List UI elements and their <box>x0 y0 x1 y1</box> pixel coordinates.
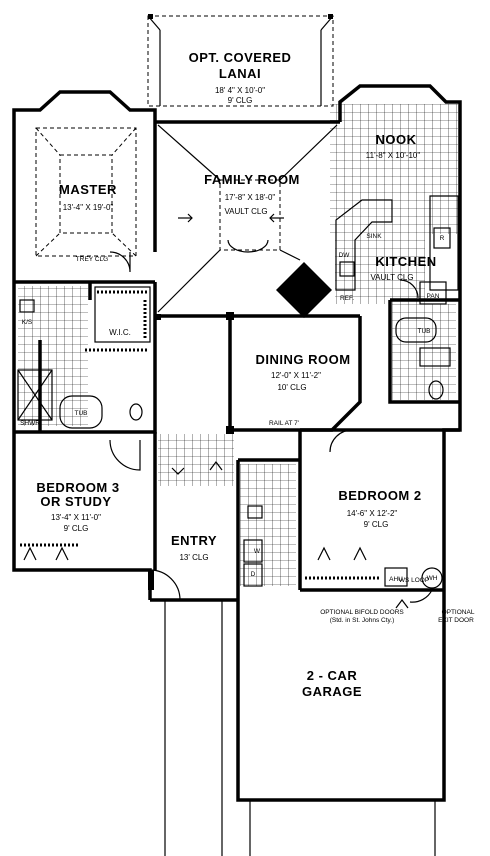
laundry <box>243 505 443 589</box>
wic-label: W.I.C. <box>109 328 131 337</box>
bedroom2-name: BEDROOM 2 <box>338 488 421 503</box>
fixture-labels: W.I.C. TUB TUB SHWR K/S SINK DW REF. PAN… <box>20 233 445 584</box>
ks-label: K/S <box>22 319 33 326</box>
garage-name-1: 2 - CAR <box>307 668 358 683</box>
lanai-dims: 18' 4" X 10'-0" <box>215 86 265 95</box>
ws-loop-label: WS LOOP <box>399 577 429 584</box>
washer-label: W <box>254 548 261 555</box>
dw-label: DW <box>339 252 351 259</box>
tile-floors <box>18 104 458 586</box>
ref-label: REF. <box>340 295 354 302</box>
dining-rail-note: RAIL AT 7' <box>269 420 299 427</box>
shower-label: SHWR <box>20 420 40 427</box>
kitchen-counters <box>276 195 459 318</box>
range-label: R <box>440 235 445 242</box>
bedroom3-dims: 13'-4" X 11'-0" <box>51 513 101 522</box>
bedroom3-ceiling: 9' CLG <box>64 524 89 533</box>
family-dims: 17'-8" X 18'-0" <box>225 193 276 202</box>
walkways <box>164 600 436 856</box>
bedroom3-name-1: BEDROOM 3 <box>36 480 119 495</box>
exit-door-note-1: OPTIONAL <box>442 609 475 616</box>
master-tub-label: TUB <box>75 410 88 417</box>
room-labels: OPT. COVERED LANAI 18' 4" X 10'-0" 9' CL… <box>36 50 436 699</box>
wh-label: WH <box>427 575 438 582</box>
kitchen-ceiling: VAULT CLG <box>370 273 413 282</box>
dining-dims: 12'-0" X 11'-2" <box>271 371 321 380</box>
lanai-area <box>147 14 334 107</box>
bifold-note-1: OPTIONAL BIFOLD DOORS <box>320 609 404 616</box>
master-dims: 13'-4" X 19'-0" <box>63 203 114 212</box>
dryer-label: D <box>251 571 256 578</box>
bath2-tub-label: TUB <box>418 328 431 335</box>
ahu-label: AHU <box>389 576 403 583</box>
dining-name: DINING ROOM <box>255 352 350 367</box>
entry-name: ENTRY <box>171 533 217 548</box>
columns <box>148 312 234 590</box>
lanai-ceiling: 9' CLG <box>228 96 253 105</box>
lanai-name-2: LANAI <box>219 66 261 81</box>
notes: OPTIONAL BIFOLD DOORS (Std. in St. Johns… <box>320 609 475 624</box>
nook-name: NOOK <box>376 132 417 147</box>
nook-dims: 11'-8" X 10'-10" <box>366 151 421 160</box>
family-ceiling: VAULT CLG <box>224 207 267 216</box>
bifold-note-2: (Std. in St. Johns Cty.) <box>330 617 395 624</box>
master-ceiling: TREY CLG <box>76 256 108 263</box>
bedroom2-ceiling: 9' CLG <box>364 520 389 529</box>
exterior-walls <box>12 84 462 802</box>
sink-label: SINK <box>366 233 382 240</box>
kitchen-name: KITCHEN <box>375 254 436 269</box>
exit-door-note-2: EXIT DOOR <box>438 617 474 624</box>
family-name: FAMILY ROOM <box>204 172 300 187</box>
garage-name-2: GARAGE <box>302 684 362 699</box>
lanai-name-1: OPT. COVERED <box>189 50 292 65</box>
trey-ceiling <box>35 127 137 257</box>
master-bath-fixtures <box>17 299 143 429</box>
direction-arrows <box>178 213 284 253</box>
dining-ceiling: 10' CLG <box>277 383 306 392</box>
closet <box>20 286 380 580</box>
vault-ceiling <box>157 124 338 313</box>
pantry-label: PAN <box>427 293 440 300</box>
bedroom3-name-2: OR STUDY <box>40 494 111 509</box>
master-name: MASTER <box>59 182 117 197</box>
bedroom2-dims: 14'-6" X 12'-2" <box>347 509 398 518</box>
bath-2-fixtures <box>395 317 451 400</box>
entry-ceiling: 13' CLG <box>179 553 208 562</box>
